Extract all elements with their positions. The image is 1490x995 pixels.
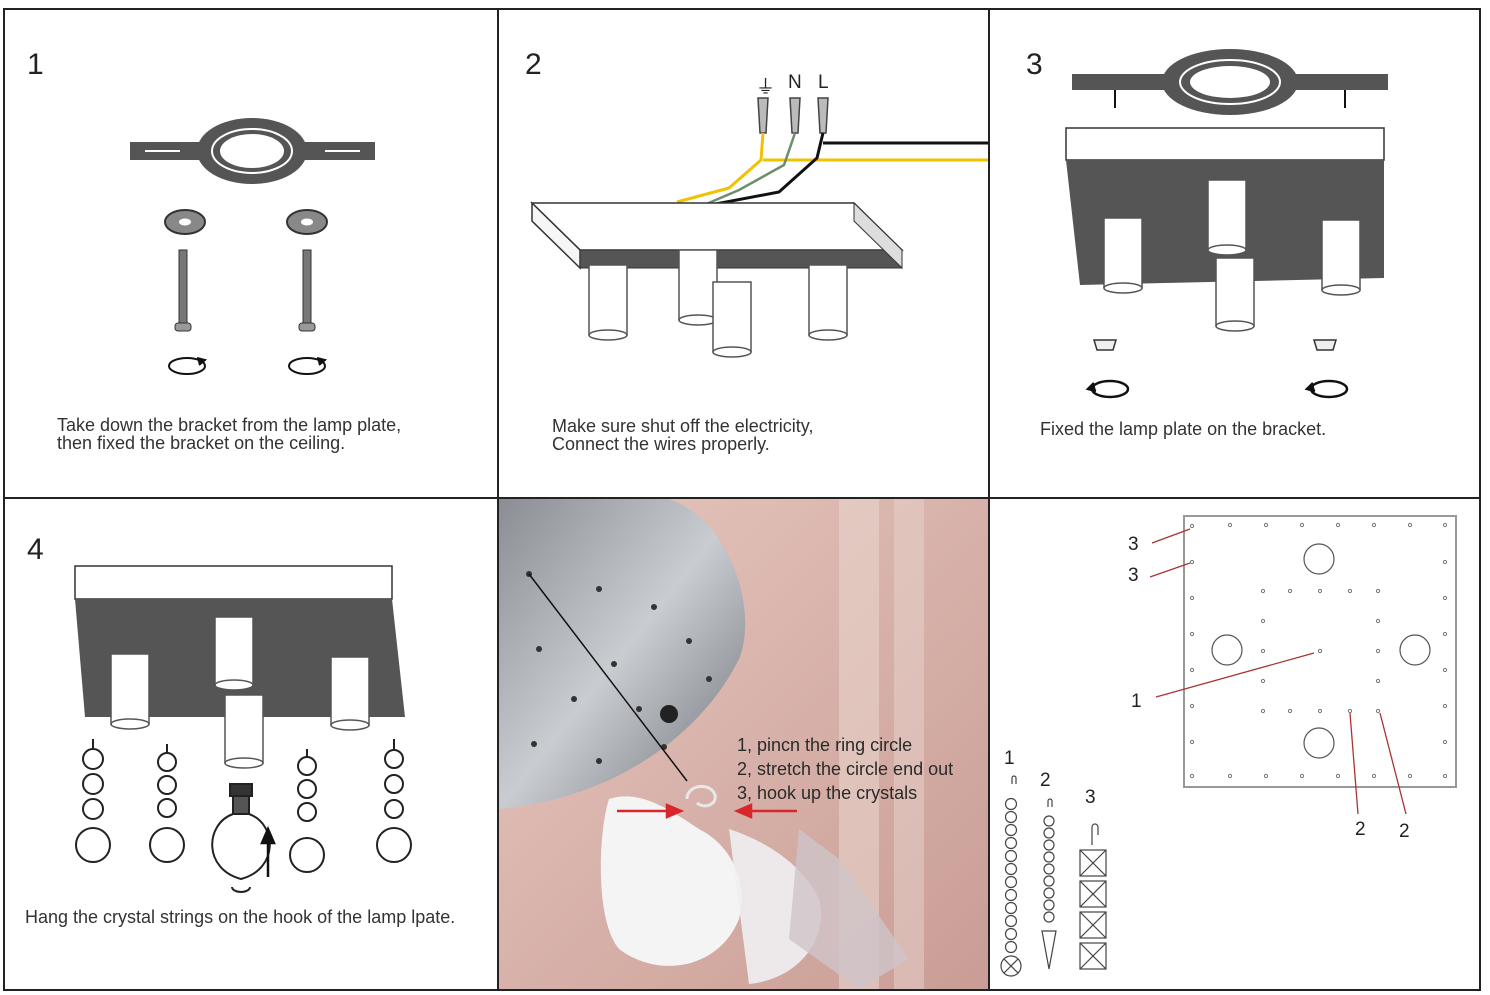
- step-3-caption: Fixed the lamp plate on the bracket.: [1040, 419, 1327, 439]
- nut-left-icon: [1092, 339, 1118, 351]
- string-label-1: 1: [1004, 748, 1015, 769]
- wiring-illustration: [530, 97, 988, 358]
- rotate-arrow-left-icon: [1085, 379, 1130, 399]
- nut-right-icon: [1312, 339, 1338, 351]
- plate-label-2b: 2: [1399, 821, 1410, 842]
- plate-diagram-panel: 3 3 1 2 2 1 2 3: [990, 499, 1479, 989]
- step-2-number: 2: [525, 48, 542, 81]
- step-3-number: 3: [1026, 48, 1043, 81]
- string-label-3: 3: [1085, 787, 1096, 808]
- bracket-illustration: [130, 118, 375, 375]
- crystal-string-1-icon: [75, 739, 111, 863]
- step-4-caption: Hang the crystal strings on the hook of …: [25, 907, 456, 927]
- up-arrow-icon: [260, 825, 276, 877]
- step-4-number: 4: [27, 533, 44, 566]
- string-type-3-icon: [1079, 823, 1107, 970]
- step-1-panel: 1 Take down the br: [5, 10, 497, 497]
- plate-label-3b: 3: [1128, 565, 1139, 586]
- crystal-hanging-illustration: [74, 565, 412, 893]
- instruction-sheet-frame: [3, 8, 1481, 991]
- step-2-panel: 2 ⏚ N L Make sure shut off the electrici…: [499, 10, 988, 497]
- neutral-label: N: [788, 72, 802, 93]
- washer-right-icon: [286, 209, 328, 235]
- divider-vertical-1: [497, 8, 499, 991]
- mount-illustration: [1065, 49, 1388, 399]
- rotate-arrow-right-icon: [1304, 379, 1349, 399]
- hook-photo-panel: 1, pincn the ring circle 2, stretch the …: [499, 499, 988, 989]
- rotate-arrow-left-icon: [168, 357, 208, 375]
- pinch-arrow-right-icon: [733, 803, 797, 819]
- ground-label: ⏚: [756, 77, 776, 98]
- light-bulb-icon: [211, 783, 271, 893]
- string-type-1-icon: [1000, 775, 1022, 977]
- live-label: L: [818, 72, 829, 93]
- plate-label-1: 1: [1131, 691, 1142, 712]
- crystal-string-4-icon: [376, 739, 412, 863]
- plate-label-2a: 2: [1355, 819, 1366, 840]
- hook-photo-illustration: [499, 499, 988, 989]
- step-1-caption: Take down the bracket from the lamp plat…: [57, 415, 402, 453]
- crystal-string-2-icon: [149, 744, 185, 863]
- crystal-string-3-icon: [289, 749, 325, 873]
- step-1-number: 1: [27, 48, 44, 81]
- pinch-arrow-left-icon: [617, 803, 685, 819]
- plate-label-3a: 3: [1128, 534, 1139, 555]
- washer-left-icon: [164, 209, 206, 235]
- step-2-caption: Make sure shut off the electricity, Conn…: [552, 416, 814, 454]
- string-type-2-icon: [1041, 798, 1057, 970]
- step-3-panel: 3 Fixed the lamp plate on the br: [990, 10, 1479, 497]
- step-4-panel: 4 Hang the cry: [5, 499, 497, 989]
- screw-left-icon: [174, 249, 192, 332]
- screw-right-icon: [298, 249, 316, 332]
- plate-layout-illustration: [1000, 515, 1457, 977]
- string-label-2: 2: [1040, 770, 1051, 791]
- rotate-arrow-right-icon: [288, 357, 328, 375]
- divider-horizontal: [3, 497, 1481, 499]
- hook-instructions: 1, pincn the ring circle 2, stretch the …: [737, 735, 954, 803]
- divider-vertical-2: [988, 8, 990, 991]
- wire-connector-icons: [757, 97, 829, 134]
